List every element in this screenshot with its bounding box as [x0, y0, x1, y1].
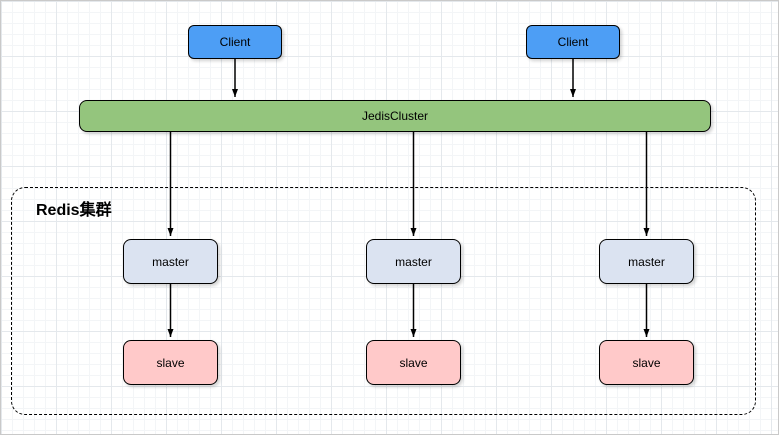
client-node-1[interactable]: Client [188, 25, 282, 59]
client-node-1-label: Client [219, 35, 251, 49]
master-node-3[interactable]: master [599, 239, 694, 284]
slave-node-3-label: slave [632, 355, 661, 370]
jediscluster-node[interactable]: JedisCluster [79, 100, 711, 132]
master-node-2-label: master [395, 254, 432, 269]
jediscluster-label: JedisCluster [361, 109, 429, 123]
master-node-2[interactable]: master [366, 239, 461, 284]
slave-node-2[interactable]: slave [366, 340, 461, 385]
master-node-1-label: master [152, 254, 189, 269]
slave-node-1-label: slave [156, 355, 185, 370]
master-node-1[interactable]: master [123, 239, 218, 284]
slave-node-3[interactable]: slave [599, 340, 694, 385]
client-node-2-label: Client [557, 35, 589, 49]
client-node-2[interactable]: Client [526, 25, 620, 59]
slave-node-2-label: slave [399, 355, 428, 370]
redis-cluster-label: Redis集群 [36, 202, 112, 219]
redis-cluster-container[interactable]: Redis集群 [11, 187, 756, 415]
master-node-3-label: master [628, 254, 665, 269]
slave-node-1[interactable]: slave [123, 340, 218, 385]
